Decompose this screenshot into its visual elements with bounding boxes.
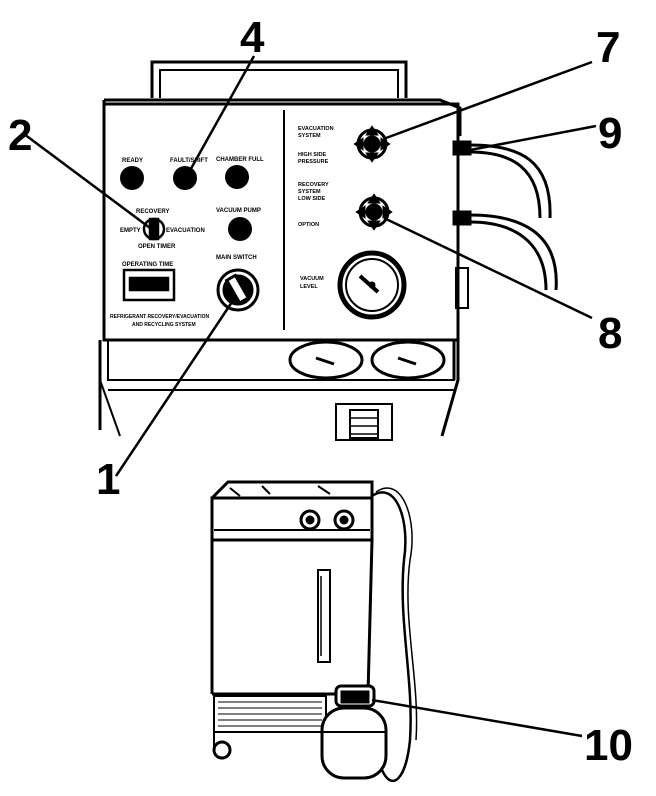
leader-lines: [23, 55, 597, 738]
label-ready: READY: [122, 158, 143, 164]
fault-lamp-icon: [173, 166, 197, 190]
label-selector-right: EVACUATION: [166, 228, 205, 234]
callout-4: 4: [240, 13, 265, 62]
label-fault: FAULT/SHIFT: [170, 158, 208, 164]
hoses: [452, 140, 558, 291]
label-valve7-1: EVACUATION: [298, 126, 334, 132]
callout-2: 2: [8, 111, 32, 160]
indicator-lamps: [120, 165, 252, 241]
label-chamber-full: CHAMBER FULL: [216, 157, 264, 163]
label-gauge-2: LEVEL: [300, 284, 318, 290]
callout-10: 10: [584, 721, 633, 770]
label-valve7-2: SYSTEM: [298, 133, 321, 139]
label-vacuum-pump: VACUUM PUMP: [216, 208, 261, 214]
cylinder-cart: [210, 480, 374, 760]
label-warning-2: AND RECYCLING SYSTEM: [132, 322, 196, 328]
label-selector-bottom: OPEN TIMER: [138, 244, 176, 250]
chamber-full-lamp-icon: [225, 165, 249, 189]
hour-counter: [122, 268, 176, 302]
callout-7: 7: [596, 23, 620, 72]
label-gauge-1: VACUUM: [300, 276, 324, 282]
callout-labels: 2 4 7 9 8 1 10: [8, 13, 633, 770]
selector-switch: [142, 217, 166, 241]
callout-1: 1: [96, 455, 120, 504]
cart-cable-inner: [375, 487, 418, 741]
main-unit: [98, 60, 469, 441]
label-valve7-4: PRESSURE: [298, 159, 329, 165]
label-warning-1: REFRIGERANT RECOVERY/EVACUATION: [110, 314, 209, 320]
label-valve8-2: SYSTEM: [298, 189, 321, 195]
vacuum-gauge-icon: [337, 250, 407, 320]
callout-8: 8: [598, 309, 622, 358]
main-switch-knob: [216, 268, 260, 312]
vacuum-pump-lamp-icon: [228, 217, 252, 241]
label-main-switch: MAIN SWITCH: [216, 255, 257, 261]
label-selector-top: RECOVERY: [136, 209, 169, 215]
label-valve8-1: RECOVERY: [298, 182, 329, 188]
label-valve8-3: LOW SIDE: [298, 196, 326, 202]
label-selector-left: EMPTY: [120, 228, 141, 234]
cart-cable: [371, 491, 412, 783]
label-valve8-4: OPTION: [298, 222, 319, 228]
label-valve7-3: HIGH SIDE: [298, 152, 326, 158]
valve-7-icon: [353, 125, 391, 163]
cart-grill: [218, 701, 322, 727]
callout-9: 9: [598, 109, 622, 158]
panel-text: READY FAULT/SHIFT CHAMBER FULL RECOVERY …: [110, 126, 334, 328]
valve-8-icon: [355, 193, 393, 231]
label-counter: OPERATING TIME: [122, 262, 173, 268]
refrigerant-tank-icon: [320, 684, 388, 780]
ready-lamp-icon: [120, 166, 144, 190]
